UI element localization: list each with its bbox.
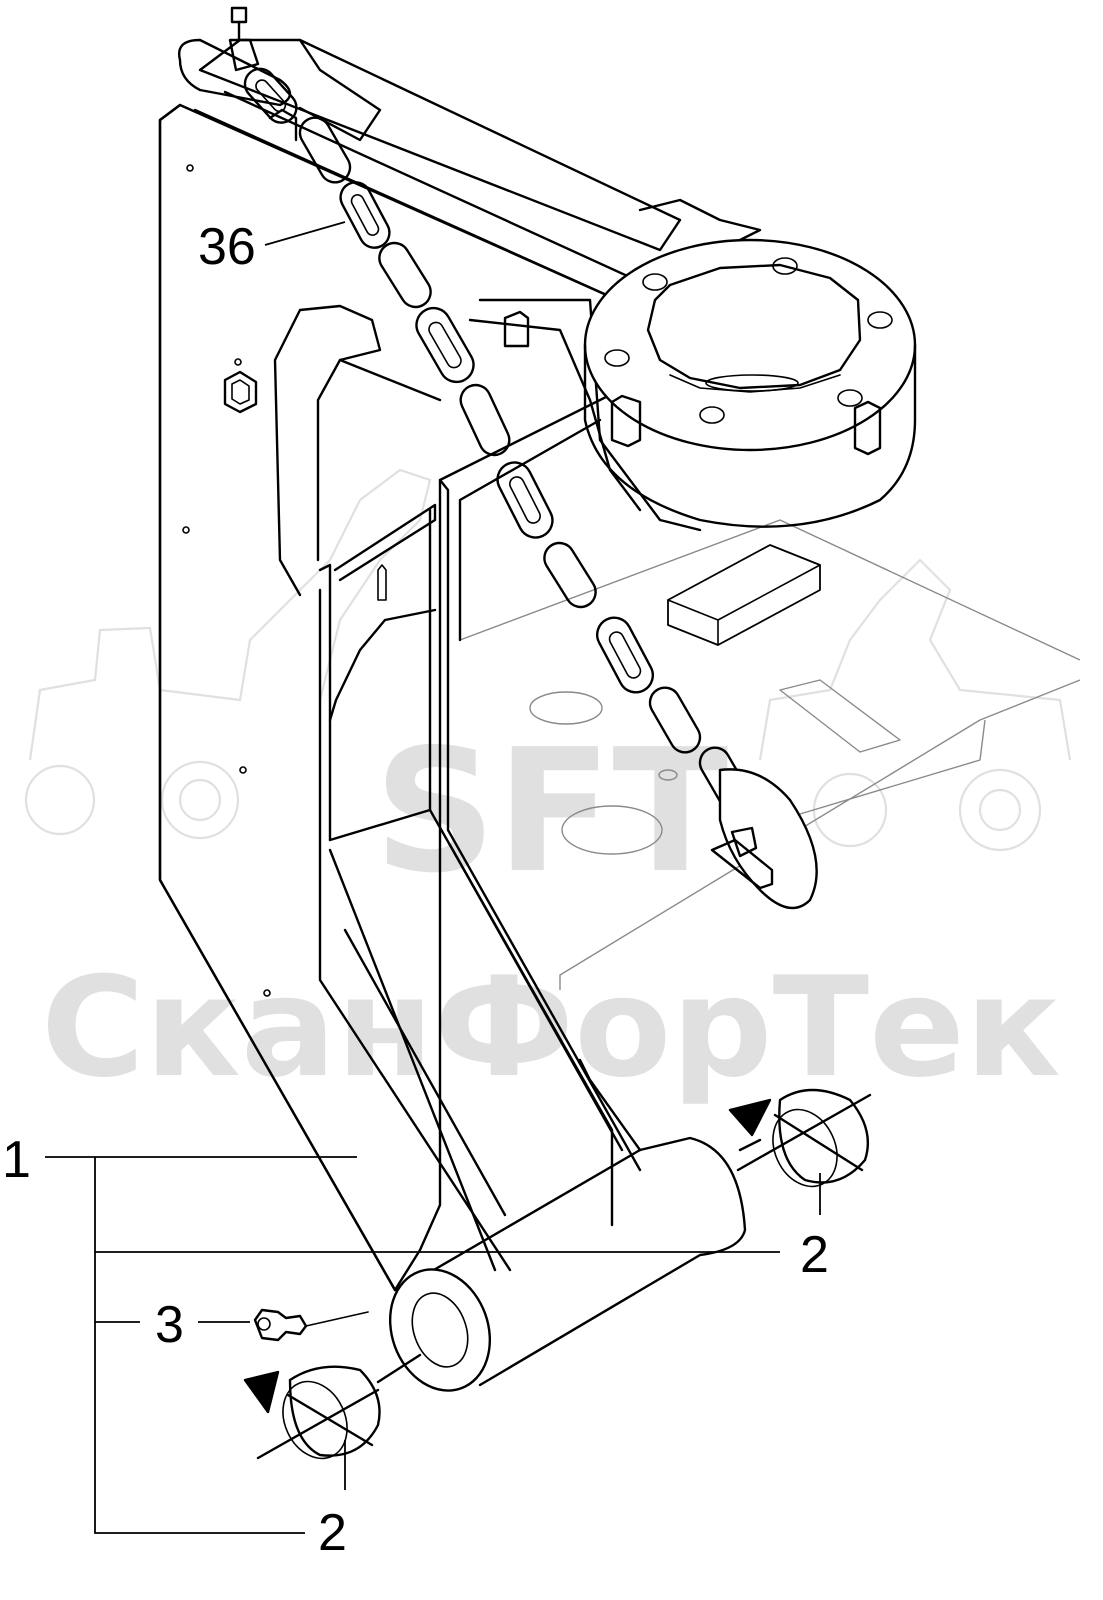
frame-side-plate [158, 103, 642, 1292]
callout-bushing-bottom: 2 [318, 1504, 347, 1562]
pivot-tube [388, 1136, 762, 1392]
bushing-bottom [243, 1353, 422, 1460]
watermark-company-text: СканФорТек [41, 947, 1061, 1108]
frame-inner-channel [318, 418, 642, 1272]
callout-fitting: 3 [155, 1296, 184, 1354]
watermark-vehicles [24, 468, 1072, 852]
bushing-right [728, 1088, 872, 1188]
leader-lines [45, 221, 821, 1534]
callout-bushing-right: 2 [800, 1226, 829, 1284]
grease-fitting [253, 1308, 369, 1342]
slewing-ring [468, 238, 917, 532]
chain [178, 6, 818, 910]
callout-frame: 1 [2, 1131, 31, 1189]
callout-chain: 36 [198, 218, 256, 276]
watermark-logo-text: SFT [374, 713, 729, 911]
